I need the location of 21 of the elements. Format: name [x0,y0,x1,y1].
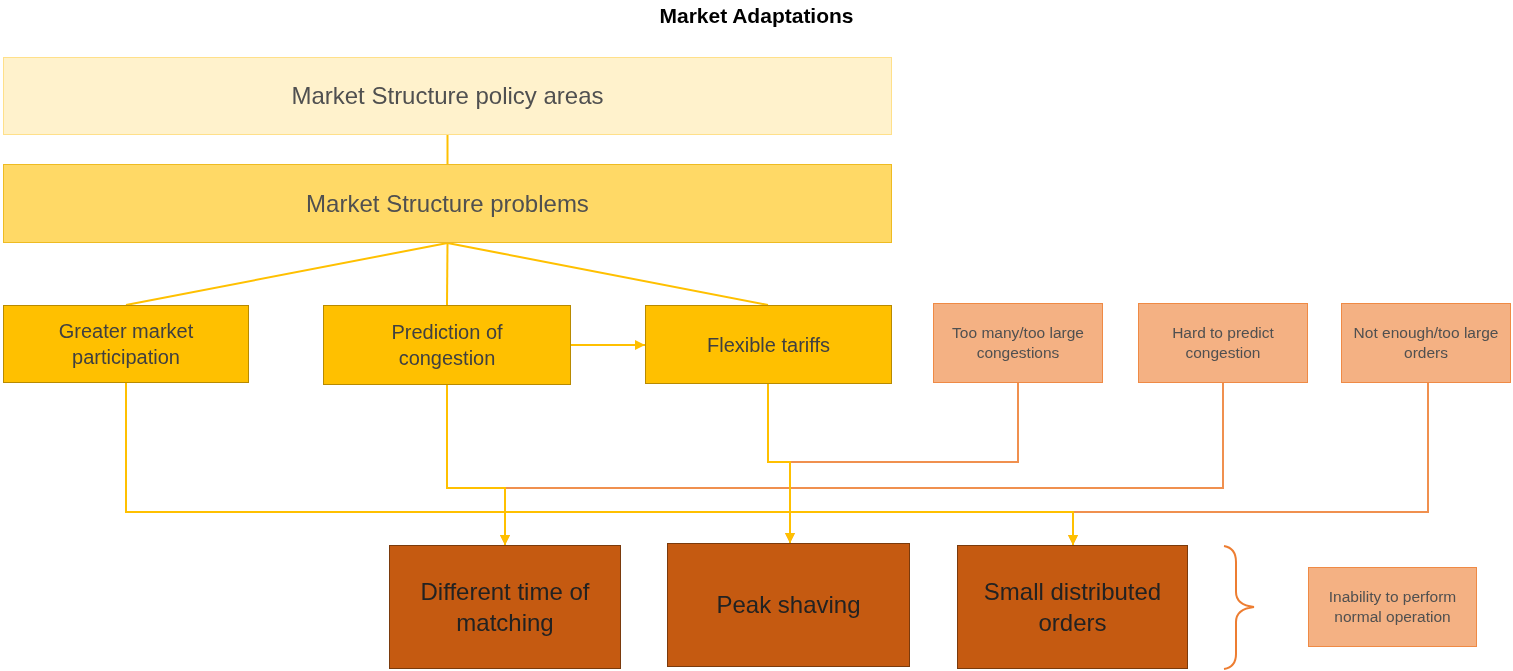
issue-box: Hard to predict congestion [1138,303,1308,383]
diagram-title: Market Adaptations [658,4,855,28]
measure-box: Flexible tariffs [645,305,892,384]
issue-box: Inability to perform normal operation [1308,567,1477,647]
connector-line [446,134,449,165]
issue-box: Too many/too large congestions [933,303,1103,383]
adaptation-box: Different time of matching [389,545,621,669]
issue-box: Not enough/too large orders [1341,303,1511,383]
adaptation-box: Small distributed orders [957,545,1188,669]
connector-line [446,242,769,306]
measure-box: Greater market participation [3,305,249,383]
adaptation-box: Peak shaving [667,543,910,667]
arrow [446,384,510,546]
policy-box: Market Structure policy areas [3,57,892,135]
arrow [125,382,1078,546]
problem-box: Market Structure problems [3,164,892,243]
arrow [570,340,646,350]
arrow [767,383,795,544]
connector-line [446,242,449,306]
connector-line [125,242,449,306]
measure-box: Prediction of congestion [323,305,571,385]
